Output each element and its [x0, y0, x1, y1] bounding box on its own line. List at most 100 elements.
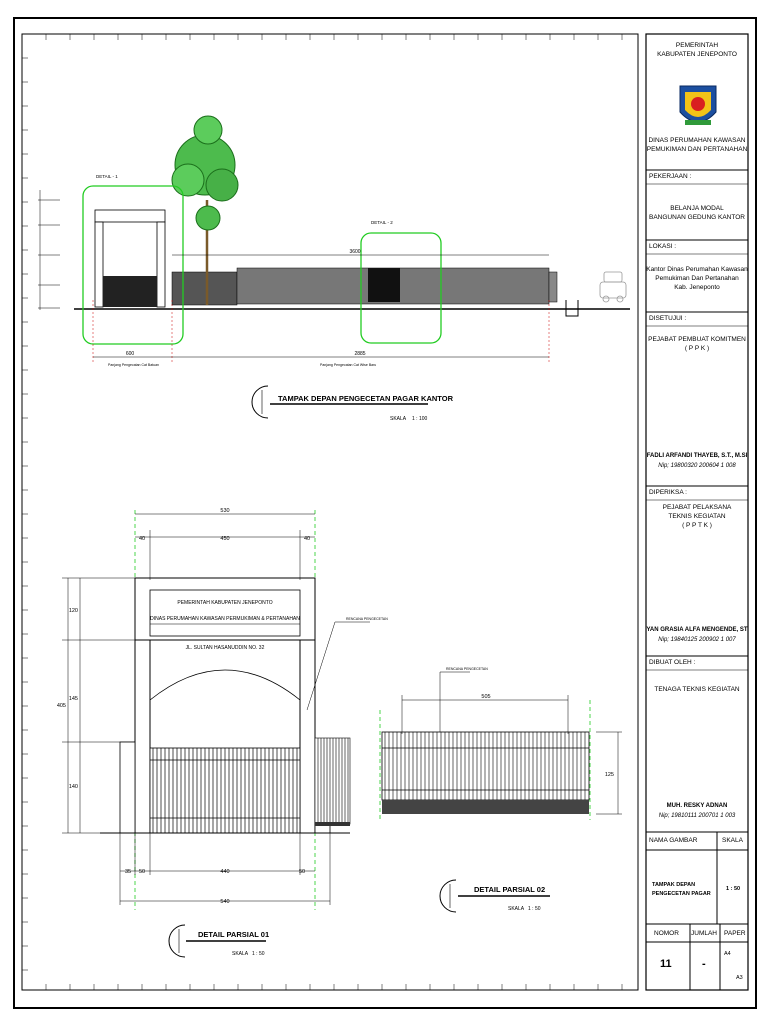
lokasi-1: Kantor Dinas Perumahan Kawasan	[646, 266, 748, 273]
sheet-border	[13, 17, 757, 1009]
p1-sign-line-1: PEMERINTAH KABUPATEN JENEPONTO	[177, 600, 272, 606]
nomor-label: NOMOR	[654, 930, 679, 937]
gate-pillar-right	[156, 221, 166, 308]
gov-line-1: PEMERINTAH	[675, 42, 719, 49]
p1-dim-140: 140	[69, 784, 78, 790]
p1-pillar-right	[299, 639, 316, 834]
fence-gate-dark	[368, 268, 400, 302]
p1-pillar-left	[134, 639, 151, 834]
nama-gambar-label: NAMA GAMBAR	[649, 837, 698, 844]
ppk-nip: Nip; 19800320 200604 1 008	[658, 463, 736, 469]
detail-1-label: DETAIL - 1	[96, 174, 118, 179]
p1-dim-35: 35	[125, 869, 131, 875]
fence-section-1	[171, 271, 238, 306]
pekerjaan-label: PEKERJAAN :	[649, 173, 692, 180]
ttk-line: TENAGA TEKNIS KEGIATAN	[654, 686, 740, 693]
p1-title: DETAIL PARSIAL 01	[198, 930, 269, 939]
ppk-name: FADLI ARFANDI THAYEB, S.T., M.SI	[646, 453, 748, 459]
p2-dim-125: 125	[605, 772, 614, 778]
drain-channel	[565, 300, 579, 317]
p1-dim-530: 530	[220, 508, 229, 514]
nama-gambar-1: TAMPAK DEPAN	[652, 882, 696, 888]
p2-fence-panel	[381, 731, 590, 801]
p2-title: DETAIL PARSIAL 02	[474, 885, 545, 894]
p1-dim-40-right: 40	[304, 536, 310, 542]
dim-note-1: Panjang Pengecatan Cat Batuan	[108, 363, 159, 367]
elevation-scale-label: SKALA	[390, 416, 407, 422]
pptk-line-3: ( P P T K )	[682, 522, 712, 529]
title-block-frame	[645, 33, 749, 991]
detail-2-marker	[360, 232, 442, 344]
elevation-view: DETAIL - 1 DETAIL - 2 3600 600 2885 Panj…	[38, 115, 630, 422]
disetujui-label: DISETUJUI :	[649, 315, 687, 322]
p1-leader	[306, 621, 370, 711]
elevation-title: TAMPAK DEPAN PENGECETAN PAGAR KANTOR	[278, 394, 454, 403]
pptk-nip: Nip; 19840125 200902 1 007	[658, 637, 736, 643]
p2-dim-505: 505	[481, 694, 490, 700]
lokasi-3: Kab. Jeneponto	[674, 284, 720, 291]
dim-600: 600	[126, 351, 135, 357]
fence-end-post	[548, 271, 558, 303]
p2-fence-bars	[384, 732, 586, 800]
dim-3600: 3600	[349, 249, 360, 255]
gate-door	[103, 276, 157, 307]
skala-label: SKALA	[722, 837, 743, 844]
level-markers	[38, 190, 60, 310]
title-block-dividers	[646, 169, 748, 990]
p1-sign-board	[149, 589, 301, 637]
paper-a3: A3	[736, 975, 743, 981]
tree-icon	[171, 115, 239, 305]
p1-address: JL. SULTAN HASANUDDIN NO. 32	[186, 645, 265, 651]
detail-partial-1: PEMERINTAH KABUPATEN JENEPONTO DINAS PER…	[57, 508, 388, 958]
p1-dim-120: 120	[69, 608, 78, 614]
p1-note: RENCANA PENGECETAN	[346, 617, 388, 621]
jeneponto-logo	[679, 85, 717, 125]
paper-label: PAPER	[724, 930, 746, 937]
p1-bottom-dims	[119, 833, 331, 905]
dept-line-1: DINAS PERUMAHAN KAWASAN	[648, 137, 746, 144]
p1-gate-bars	[152, 748, 298, 833]
p2-scale-label: SKALA	[508, 906, 525, 912]
ttk-nip: Nip; 19810111 200701 1 003	[658, 813, 736, 819]
title-block-label-lines	[646, 183, 748, 671]
north-scale-icon	[251, 385, 269, 419]
p2-dims	[401, 695, 622, 815]
ttk-name: MUH. RESKY ADNAN	[666, 803, 728, 809]
lokasi-label: LOKASI :	[649, 243, 677, 250]
pptk-name: YAN GRASIA ALFA MENGENDE, ST	[646, 627, 748, 633]
frame-ruler-ticks	[21, 33, 623, 990]
p2-leader	[439, 671, 470, 732]
dim-note-2: Panjang Pengecatan Cat Wtse Baru	[320, 363, 376, 367]
diperiksa-label: DIPERIKSA :	[649, 489, 687, 496]
gov-line-2: KABUPATEN JENEPONTO	[657, 51, 737, 58]
p2-scale-value: 1 : 50	[528, 906, 541, 912]
p1-dim-145: 145	[69, 696, 78, 702]
nomor-value: 11	[660, 958, 672, 970]
pptk-line-1: PEJABAT PELAKSANA	[662, 504, 732, 511]
p1-fence-stub-bars	[317, 738, 349, 822]
elevation-scale-value: 1 : 100	[412, 416, 428, 422]
elevation-dimensions	[92, 254, 550, 362]
detail-1-marker	[82, 185, 184, 345]
ppk-line-2: ( P P K )	[684, 345, 710, 352]
p1-sign-line-2: DINAS PERUMAHAN KAWASAN PERMUKIMAN & PER…	[150, 616, 300, 622]
car-icon	[599, 271, 627, 303]
p1-dim-40-left: 40	[139, 536, 145, 542]
p1-dim-405: 405	[57, 703, 66, 709]
pekerjaan-1: BELANJA MODAL	[670, 205, 724, 212]
lokasi-2: Pemukiman Dan Pertanahan	[655, 275, 739, 282]
p1-dim-440: 440	[220, 869, 229, 875]
ppk-line-1: PEJABAT PEMBUAT KOMITMEN	[648, 336, 746, 343]
p2-note: RENCANA PENGECETAN	[446, 667, 488, 671]
p1-dim-540: 540	[220, 899, 229, 905]
p1-fence-stub-base	[315, 822, 350, 826]
p1-arch	[149, 669, 301, 701]
dept-line-2: PEMUKIMAN DAN PERTANAHAN	[646, 146, 748, 153]
drawing-area-border	[21, 33, 639, 991]
p1-side-post-left	[119, 741, 136, 834]
dibuat-label: DIBUAT OLEH :	[649, 659, 696, 666]
p1-top-dims	[135, 513, 315, 580]
p1-scale-value: 1 : 50	[252, 951, 265, 957]
pekerjaan-2: BANGUNAN GEDUNG KANTOR	[649, 214, 745, 221]
